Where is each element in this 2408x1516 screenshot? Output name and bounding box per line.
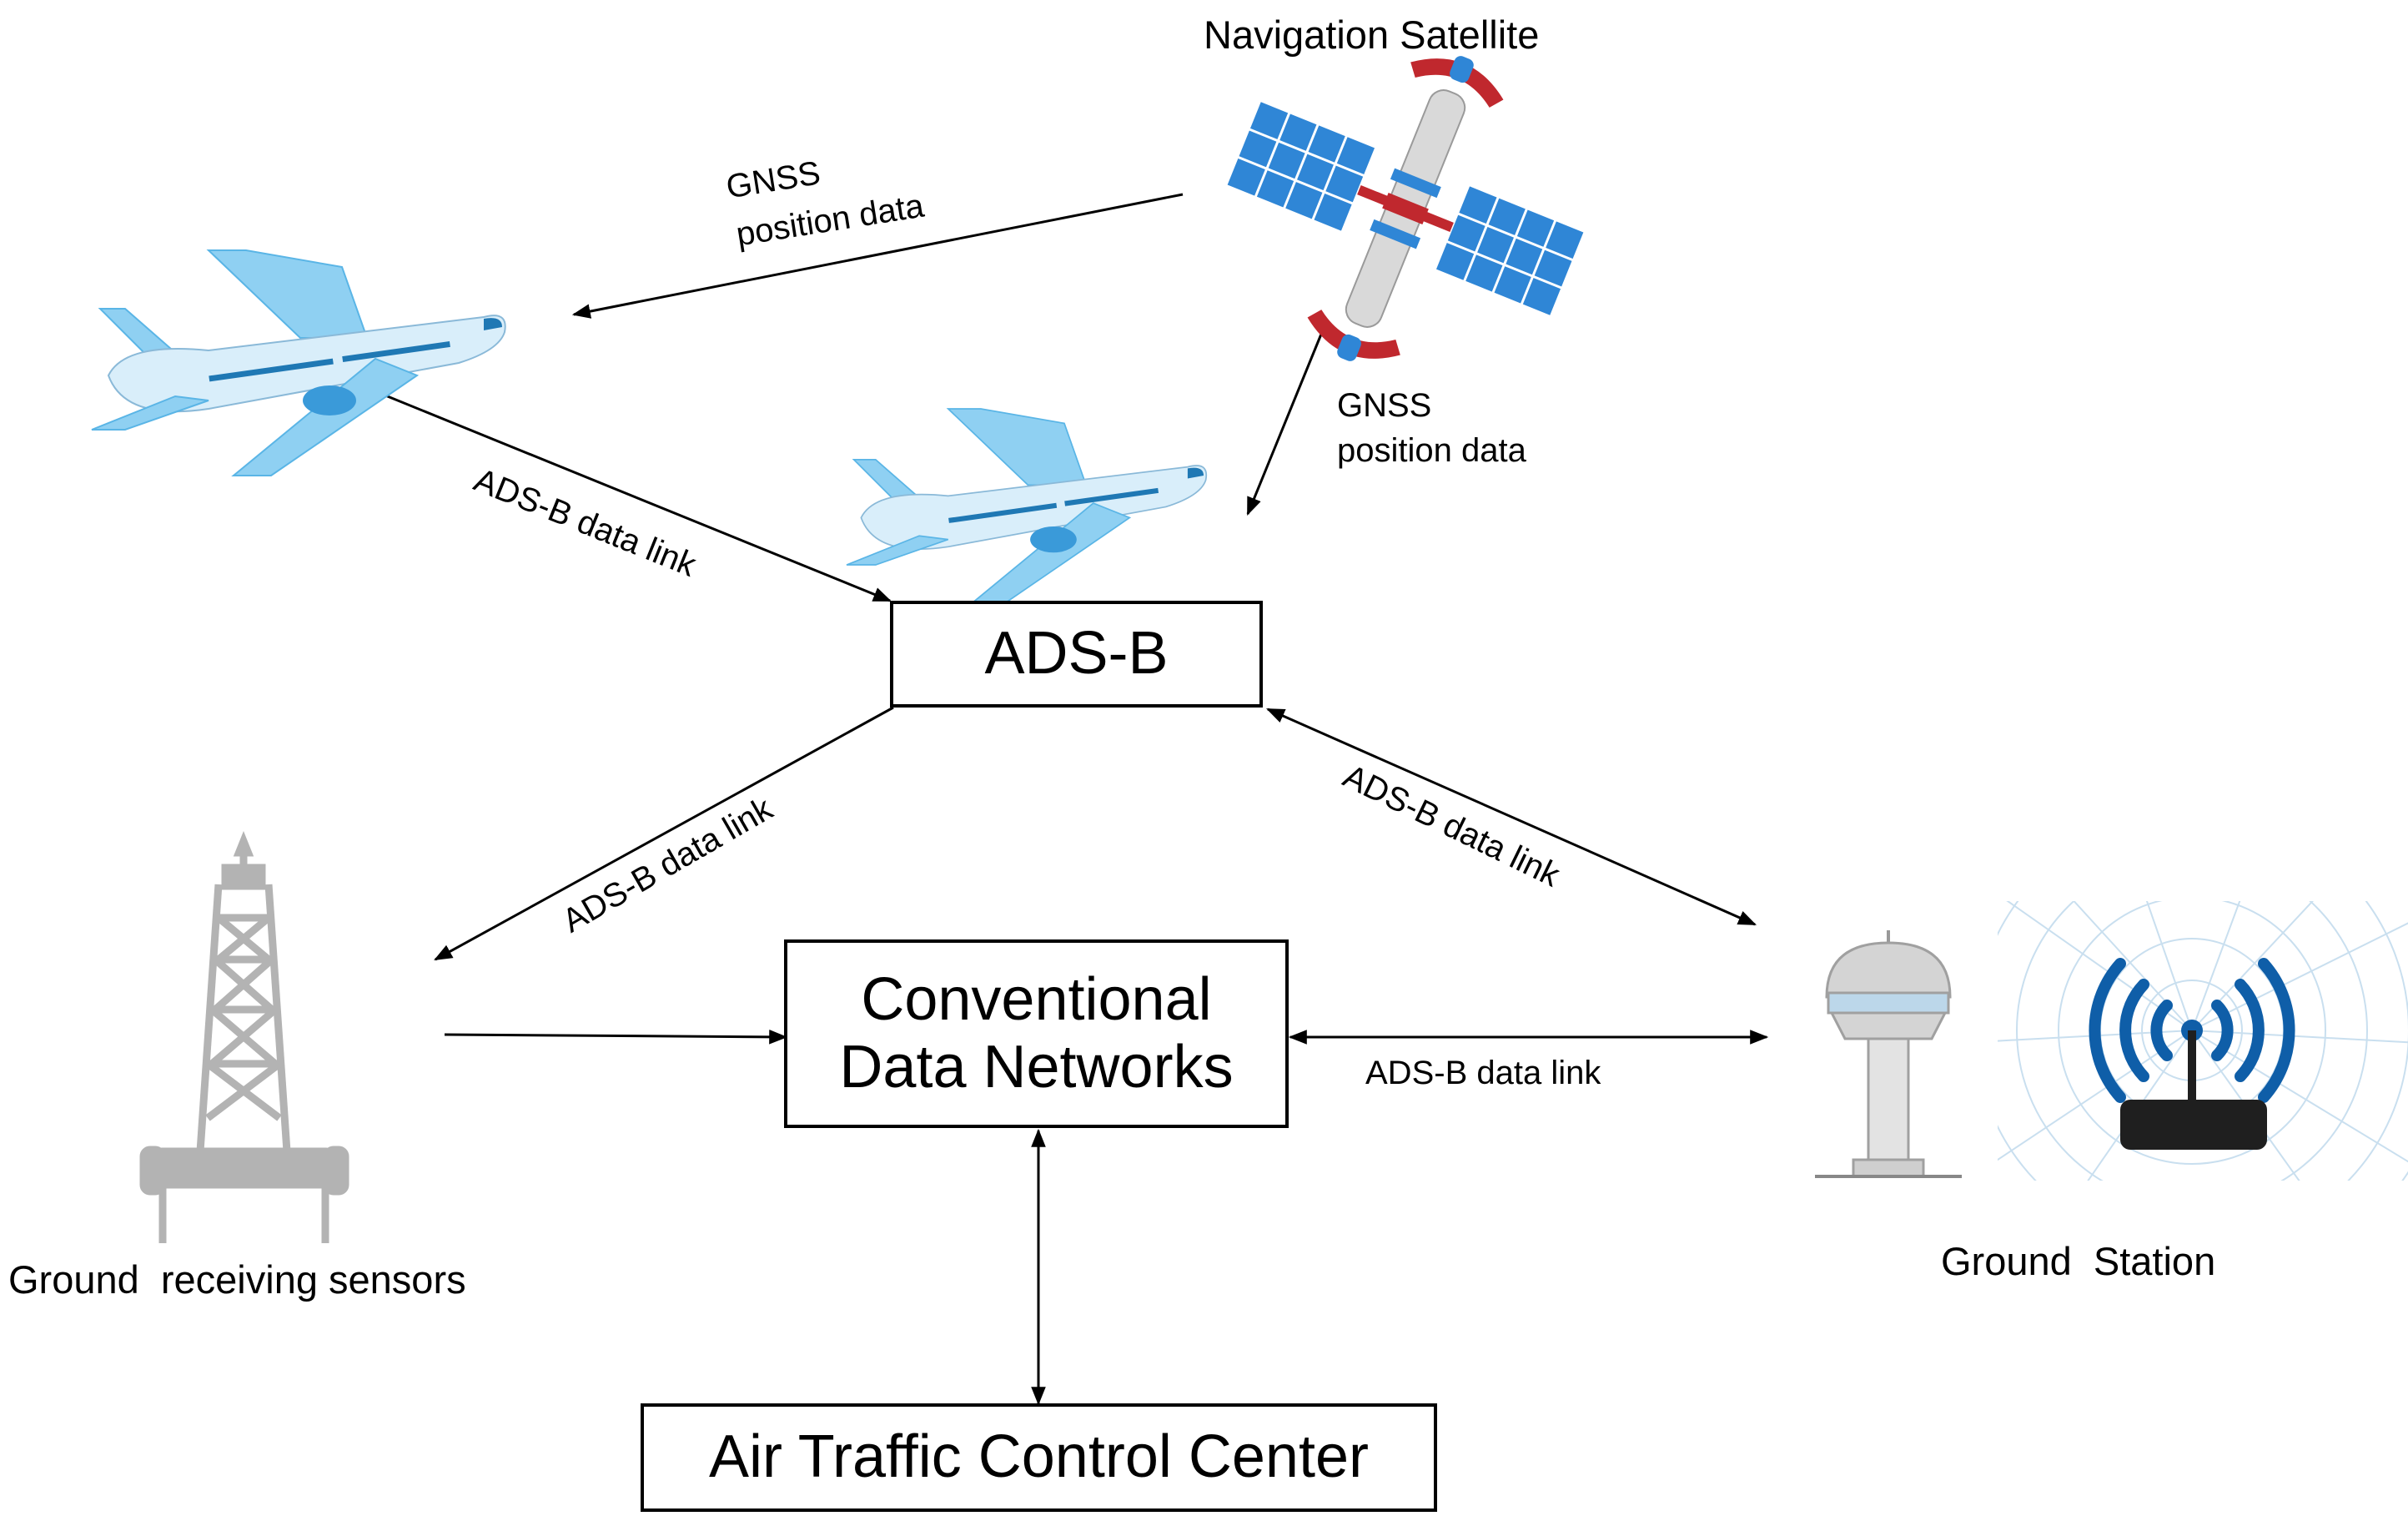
cdn-box-line1: Conventional xyxy=(861,965,1212,1033)
adsb-link-label-station-horizontal: ADS-B data link xyxy=(1365,1055,1601,1091)
gnss-arrow-satellite-to-plane-1 xyxy=(571,193,1184,319)
ground-sensors-label: Ground receiving sensors xyxy=(8,1257,466,1302)
adsb-arrow-adsb-to-sensors xyxy=(434,706,894,961)
radio-antenna-icon xyxy=(1998,901,2408,1181)
adsb-arrow-plane-to-adsb xyxy=(364,386,892,602)
arrow-sensors-to-cdn xyxy=(444,1030,788,1045)
airplane-1-icon xyxy=(91,249,506,476)
ground-sensor-tower-icon xyxy=(139,830,349,1243)
control-tower-icon xyxy=(1815,930,1962,1178)
air-traffic-control-center-box: Air Traffic Control Center xyxy=(641,1403,1437,1512)
ground-station-label: Ground Station xyxy=(1941,1239,2216,1283)
cdn-box-line2: Data Networks xyxy=(839,1034,1234,1100)
gnss-label-right-line2: position data xyxy=(1337,432,1526,469)
gnss-label-right-line1: GNSS xyxy=(1337,387,1432,424)
navigation-satellite-icon xyxy=(1224,56,1587,361)
adsb-arrow-adsb-to-station xyxy=(1265,708,1757,926)
gnss-arrow-satellite-to-plane-2 xyxy=(1246,331,1324,516)
adsb-box-label: ADS-B xyxy=(984,620,1169,687)
conventional-data-networks-box: Conventional Data Networks xyxy=(784,939,1289,1128)
airplane-2-icon xyxy=(846,408,1208,606)
adsb-box: ADS-B xyxy=(890,601,1263,708)
navigation-satellite-label: Navigation Satellite xyxy=(1204,13,1540,57)
connectors xyxy=(364,193,1769,1406)
atcc-box-label: Air Traffic Control Center xyxy=(709,1423,1369,1491)
